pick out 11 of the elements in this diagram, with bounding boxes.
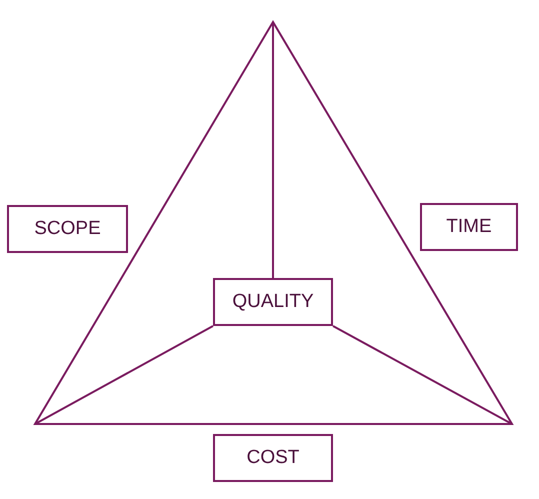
connector-line bbox=[332, 325, 512, 425]
label-text: SCOPE bbox=[34, 218, 101, 240]
label-text: COST bbox=[246, 447, 300, 469]
label-box bbox=[7, 205, 128, 253]
connector-line bbox=[272, 22, 274, 278]
label-text: QUALITY bbox=[232, 291, 314, 313]
connector-line bbox=[34, 325, 214, 425]
label-box bbox=[213, 434, 333, 482]
label-box bbox=[420, 203, 518, 251]
label-box bbox=[213, 278, 333, 326]
label-text: TIME bbox=[446, 216, 492, 238]
